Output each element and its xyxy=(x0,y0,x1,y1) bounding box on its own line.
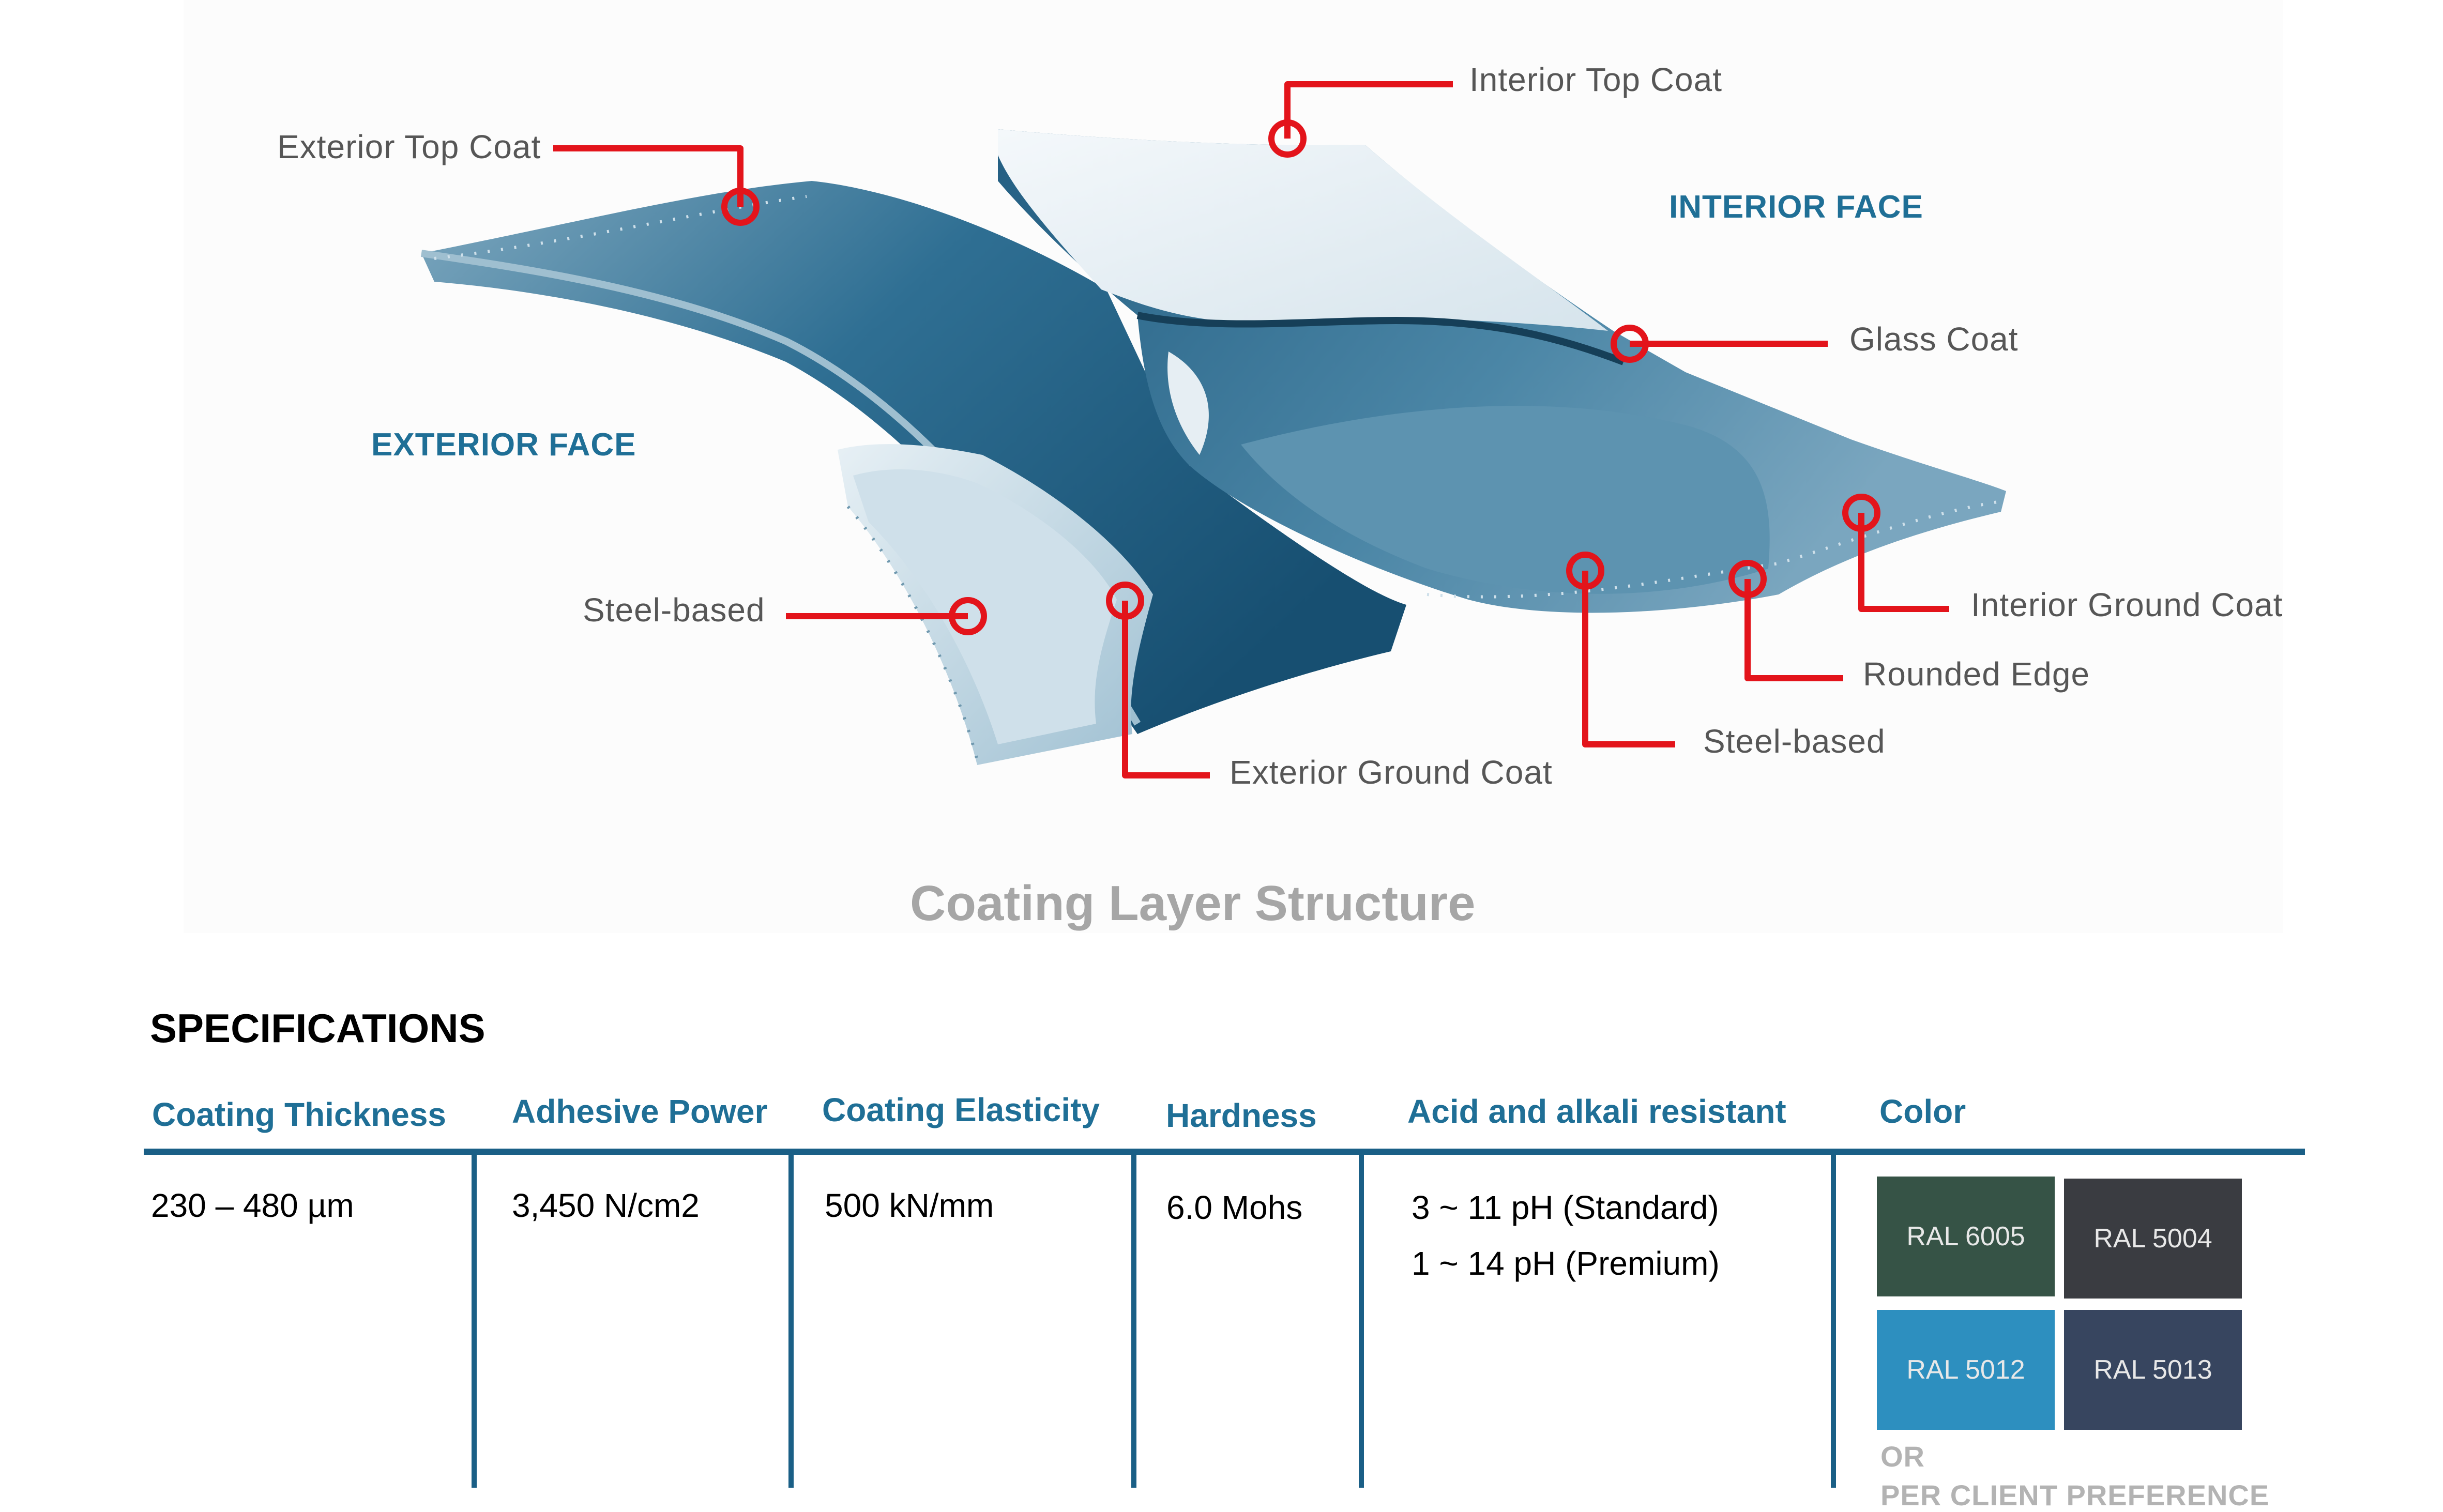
adhesive-power-value: 3,450 N/cm2 xyxy=(512,1187,700,1224)
leader-exterior-top-coat xyxy=(553,145,743,207)
coating-elasticity-value: 500 kN/mm xyxy=(825,1187,994,1224)
color-swatch-ral-6005: RAL 6005 xyxy=(1877,1177,2055,1296)
color-swatch-ral-5004: RAL 5004 xyxy=(2064,1179,2242,1299)
column-header-coating-elasticity: Coating Elasticity xyxy=(822,1091,1100,1128)
marker-interior-ground-coat xyxy=(1842,494,1880,532)
color-swatch-label: RAL 5004 xyxy=(2093,1224,2212,1254)
color-swatch-label: RAL 5013 xyxy=(2093,1355,2212,1385)
marker-rounded-edge xyxy=(1728,560,1767,598)
callout-interior-top-coat: Interior Top Coat xyxy=(1469,61,1722,98)
color-swatch-ral-5012: RAL 5012 xyxy=(1877,1310,2055,1430)
column-header-adhesive-power: Adhesive Power xyxy=(512,1093,768,1130)
table-header-divider xyxy=(144,1149,2305,1155)
column-divider xyxy=(788,1152,794,1488)
interior-panel xyxy=(998,129,2006,613)
marker-steel-based-left xyxy=(949,597,987,635)
hardness-value: 6.0 Mohs xyxy=(1166,1189,1303,1226)
leader-exterior-ground-coat xyxy=(1122,601,1210,778)
marker-exterior-top-coat xyxy=(721,188,760,226)
column-header-coating-thickness: Coating Thickness xyxy=(152,1096,446,1133)
color-swatch-ral-5013: RAL 5013 xyxy=(2064,1310,2242,1430)
column-header-color: Color xyxy=(1879,1093,1966,1130)
leader-interior-top-coat xyxy=(1284,81,1453,139)
callout-leaders xyxy=(553,81,1949,778)
callout-steel-based-left: Steel-based xyxy=(583,591,765,629)
coating-thickness-value: 230 – 480 µm xyxy=(151,1187,354,1224)
callout-glass-coat: Glass Coat xyxy=(1849,320,2019,358)
callout-steel-based-right: Steel-based xyxy=(1703,723,1886,760)
marker-steel-based-right xyxy=(1566,552,1604,590)
color-or-label: OR xyxy=(1880,1440,1925,1473)
leader-rounded-edge xyxy=(1744,579,1843,681)
leader-interior-ground-coat xyxy=(1858,513,1949,612)
column-divider xyxy=(1831,1152,1836,1488)
exterior-face-label: EXTERIOR FACE xyxy=(371,427,636,463)
column-divider xyxy=(472,1152,477,1488)
specifications-title: SPECIFICATIONS xyxy=(150,1005,485,1051)
callout-rounded-edge: Rounded Edge xyxy=(1863,655,2090,693)
callout-interior-ground-coat: Interior Ground Coat xyxy=(1971,586,2283,623)
column-header-hardness: Hardness xyxy=(1166,1097,1317,1134)
color-swatch-label: RAL 6005 xyxy=(1906,1221,2025,1251)
column-divider xyxy=(1359,1152,1364,1488)
coating-layer-illustration xyxy=(420,81,2006,778)
exterior-panel xyxy=(420,181,1406,765)
leader-steel-based-right xyxy=(1582,571,1675,747)
column-header-acid-alkali: Acid and alkali resistant xyxy=(1407,1093,1786,1130)
callout-exterior-top-coat: Exterior Top Coat xyxy=(277,128,541,165)
color-preference-label: PER CLIENT PREFERENCE xyxy=(1880,1479,2270,1511)
diagram-caption: Coating Layer Structure xyxy=(910,876,1476,931)
interior-face-label: INTERIOR FACE xyxy=(1669,189,1923,225)
marker-glass-coat xyxy=(1611,325,1649,363)
acid-alkali-premium-value: 1 ~ 14 pH (Premium) xyxy=(1412,1245,1720,1282)
callout-exterior-ground-coat: Exterior Ground Coat xyxy=(1230,754,1553,791)
color-swatch-label: RAL 5012 xyxy=(1906,1355,2025,1385)
marker-exterior-ground-coat xyxy=(1106,582,1144,620)
marker-interior-top-coat xyxy=(1268,119,1307,158)
column-divider xyxy=(1131,1152,1136,1488)
acid-alkali-standard-value: 3 ~ 11 pH (Standard) xyxy=(1412,1189,1719,1226)
